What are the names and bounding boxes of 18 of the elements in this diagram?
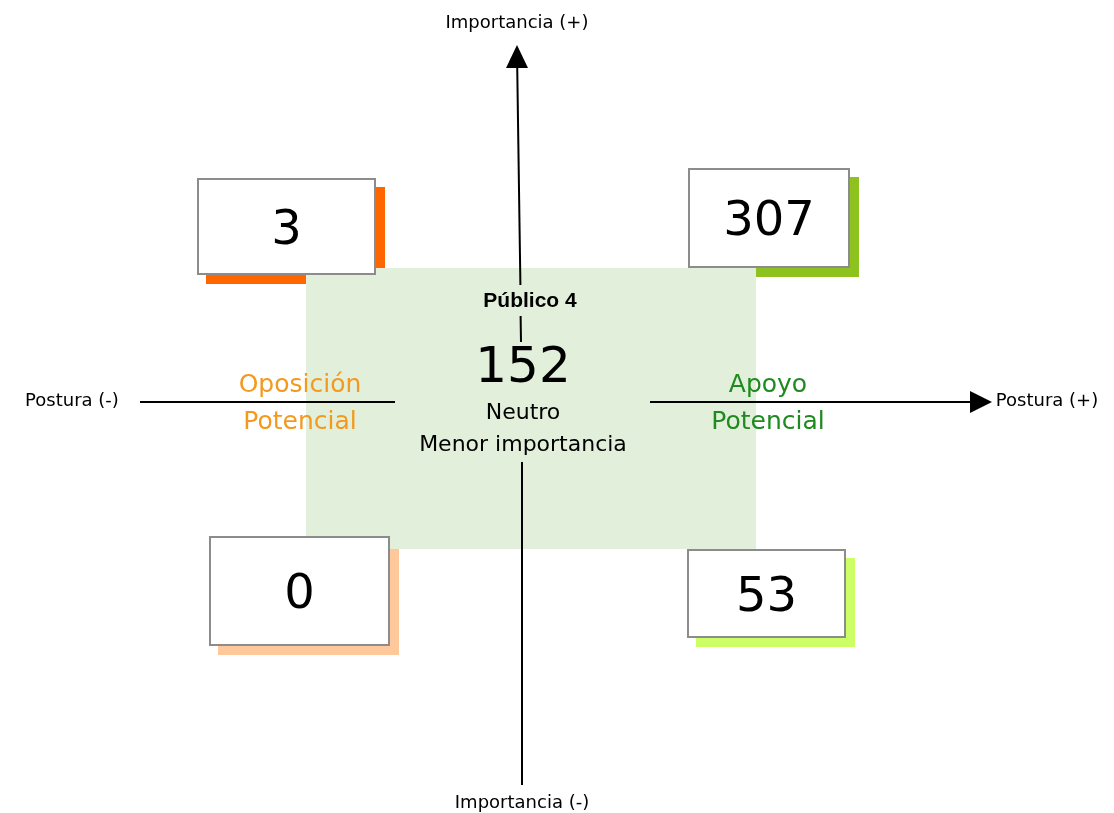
value-box (197, 178, 376, 275)
count-value: 53 (735, 565, 798, 622)
count-value: 307 (723, 190, 815, 246)
axis-label: Importancia (-) (453, 791, 591, 813)
axis-label: Importancia (+) (444, 11, 590, 33)
value-box (688, 168, 850, 268)
quadrant-description: Menor importancia (418, 430, 628, 458)
center-value: 152 (474, 335, 572, 395)
group-title: Público 4 (482, 287, 578, 313)
quadrant-description: Neutro (484, 398, 562, 426)
quadrant-label: Apoyo Potencial (710, 368, 826, 437)
quadrant-label: Oposición Potencial (237, 368, 363, 437)
count-value: 3 (271, 198, 302, 255)
count-value: 0 (284, 563, 315, 619)
value-box (209, 536, 390, 646)
axis-label: Postura (+) (994, 389, 1100, 411)
axis-label: Postura (-) (24, 389, 120, 411)
value-box (687, 549, 846, 638)
